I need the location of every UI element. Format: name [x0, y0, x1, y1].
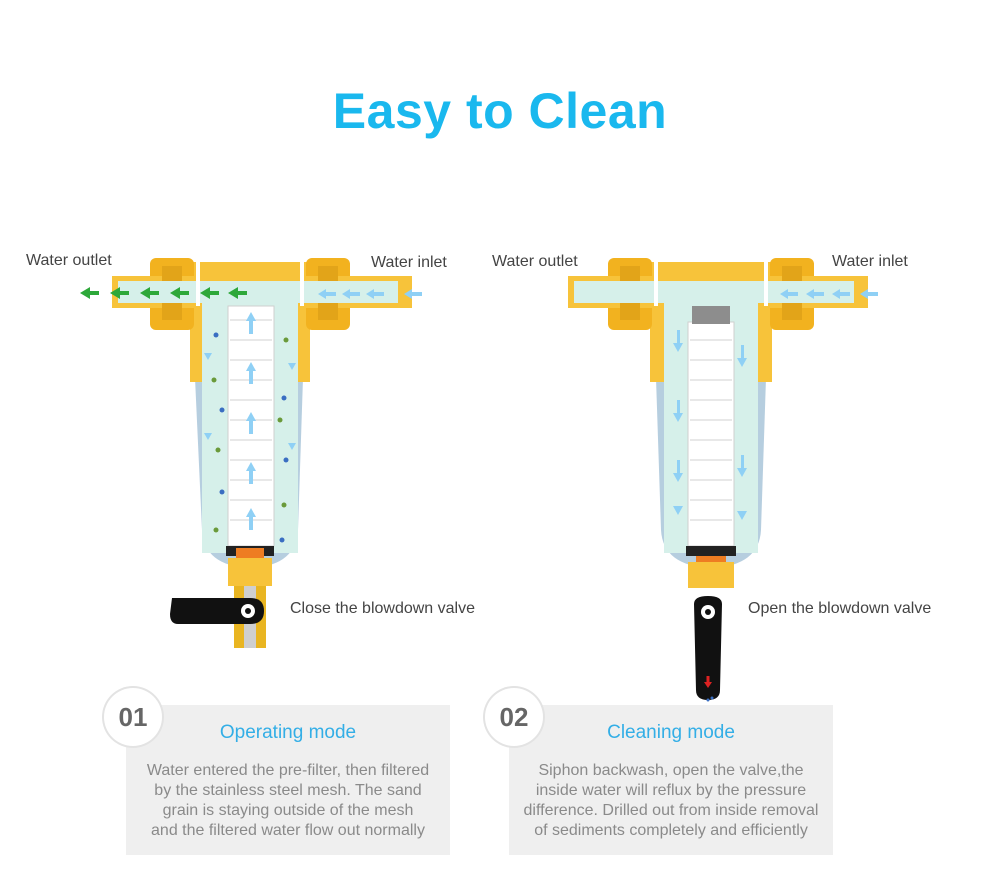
desc-line: grain is staying outside of the mesh — [162, 802, 414, 819]
right-water-inlet-label: Water inlet — [832, 253, 908, 270]
left-water-inlet-label: Water inlet — [371, 254, 447, 271]
left-upflow-arrows — [246, 312, 256, 530]
desc-line: inside water will reflux by the pressure — [535, 782, 807, 799]
cleaning-mode-title: Cleaning mode — [607, 722, 735, 743]
right-inflow-arrows — [780, 289, 878, 299]
right-mesh-cylinder — [687, 321, 735, 547]
right-water-outlet-label: Water outlet — [492, 253, 578, 270]
left-outflow-arrows — [80, 287, 247, 299]
desc-line: difference. Drilled out from inside remo… — [523, 802, 819, 819]
operating-mode-card: Operating mode Water entered the pre-fil… — [126, 705, 450, 855]
operating-mode-title: Operating mode — [219, 722, 357, 743]
right-valve-body — [688, 562, 734, 588]
cleaning-mode-description: Siphon backwash, open the valve,the insi… — [509, 761, 833, 841]
left-sediment-particles — [211, 332, 289, 543]
desc-line: by the stainless steel mesh. The sand — [154, 782, 422, 799]
right-water-channel — [574, 281, 854, 303]
desc-line: and the filtered water flow out normally — [151, 822, 425, 839]
left-valve-handle — [170, 598, 264, 624]
left-inflow-arrows — [318, 289, 422, 299]
cleaning-mode-card: Cleaning mode Siphon backwash, open the … — [509, 705, 833, 855]
desc-line: Water entered the pre-filter, then filte… — [146, 762, 430, 779]
step-number-01: 01 — [104, 688, 162, 746]
page-title: Easy to Clean — [332, 83, 668, 139]
left-water-outlet-label: Water outlet — [26, 252, 112, 269]
step-number-02: 02 — [485, 688, 543, 746]
right-drain-arrow — [704, 682, 712, 688]
right-downflow-arrows — [673, 330, 747, 520]
left-valve-body — [228, 558, 272, 586]
operating-mode-description: Water entered the pre-filter, then filte… — [126, 761, 450, 841]
desc-line: of sediments completely and efficiently — [534, 822, 808, 839]
right-valve-label: Open the blowdown valve — [748, 600, 932, 617]
left-water-channel — [118, 281, 398, 303]
desc-line: Siphon backwash, open the valve,the — [538, 762, 804, 779]
left-valve-label: Close the blowdown valve — [290, 600, 475, 617]
right-valve-handle — [694, 596, 722, 700]
